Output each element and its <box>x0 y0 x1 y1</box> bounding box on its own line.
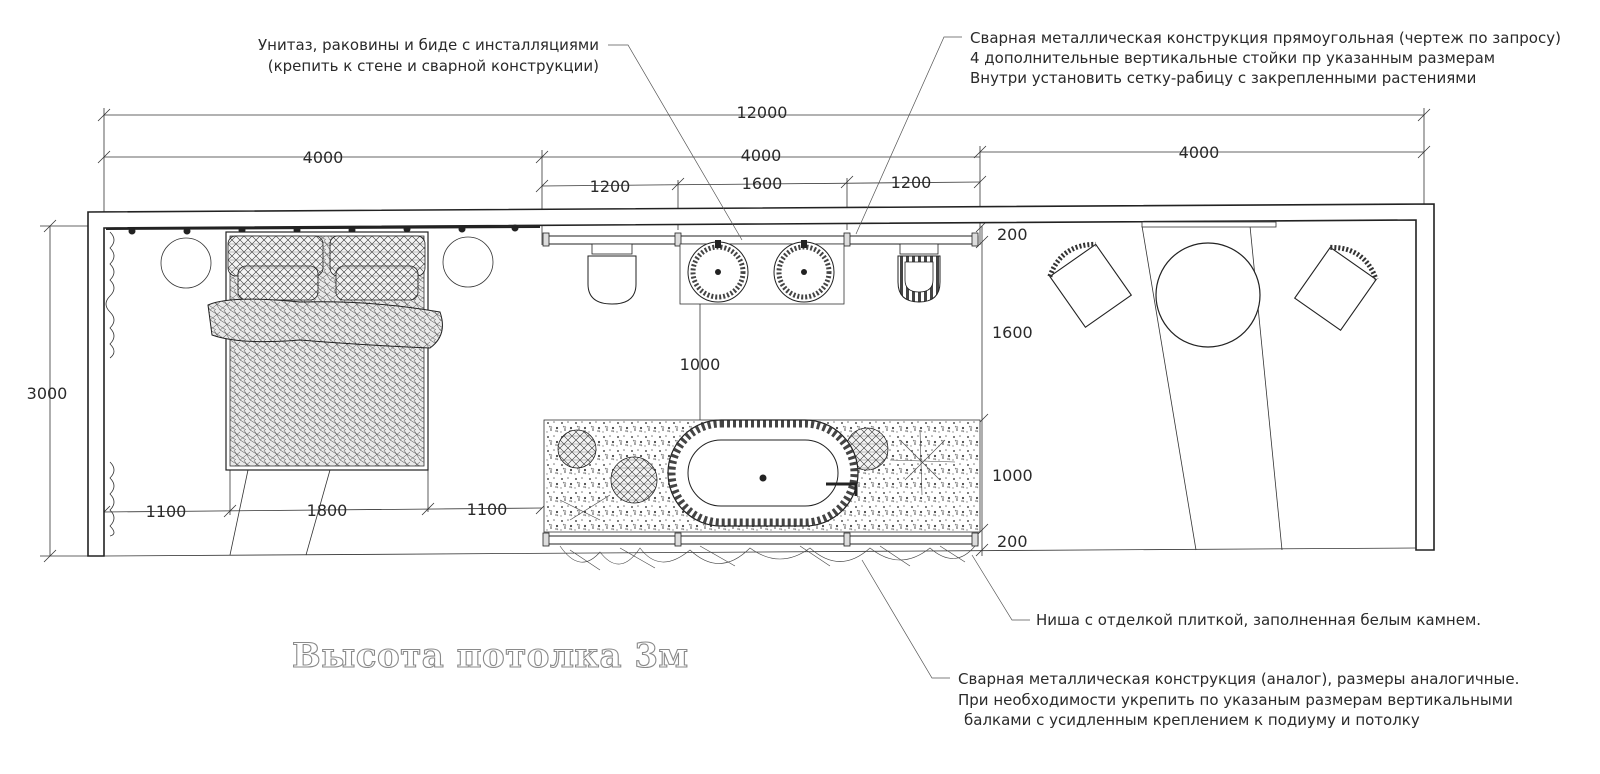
dim-overall: 12000 <box>737 103 788 122</box>
dim-room-depth: 1600 <box>992 323 1033 342</box>
dim-bath-right: 1200 <box>891 173 932 192</box>
note-fixtures-line2: (крепить к стене и сварной конструкции) <box>268 57 599 75</box>
dim-bed-right: 1100 <box>467 500 508 519</box>
note-frame-bottom-line2: При необходимости укрепить по указаным р… <box>958 691 1513 709</box>
note-frame-top-line3: Внутри установить сетку-рабицу с закрепл… <box>970 69 1476 87</box>
hanging-plants <box>559 545 976 565</box>
dim-zone2: 4000 <box>741 146 782 165</box>
dim-gap-center: 1000 <box>680 355 721 374</box>
dim-height-total: 3000 <box>27 384 68 403</box>
chair-left <box>1047 241 1133 329</box>
ceiling-height-title: Высота потолка 3м <box>292 636 689 676</box>
blanket-fold <box>207 298 443 349</box>
sink-right <box>773 240 835 303</box>
note-frame-bottom-line3: балками с усидленным креплением к подиум… <box>964 711 1420 729</box>
sink-left <box>687 240 749 303</box>
living-zone <box>1047 221 1379 551</box>
leader-lines <box>608 36 1030 679</box>
dim-zone1: 4000 <box>303 148 344 167</box>
dimension-lines <box>40 108 1431 563</box>
curtain-left-bottom <box>109 461 115 537</box>
dim-frame-top-depth: 200 <box>997 225 1028 244</box>
note-frame-bottom-line1: Сварная металлическая конструкция (анало… <box>958 670 1519 688</box>
pillow-left-front <box>237 265 319 301</box>
walls <box>87 203 1435 557</box>
dim-bath-mid: 1600 <box>742 174 783 193</box>
curtain-left-top <box>105 231 115 359</box>
dim-bed-left: 1100 <box>146 502 187 521</box>
dim-bed-width: 1800 <box>307 501 348 520</box>
bathroom-zone <box>542 232 981 571</box>
note-frame-top-line1: Сварная металлическая конструкция прямоу… <box>970 29 1561 47</box>
toilet <box>587 243 637 305</box>
note-frame-top-line2: 4 дополнительные вертикальные стойки пр … <box>970 49 1495 67</box>
note-niche: Ниша с отделкой плиткой, заполненная бел… <box>1036 611 1481 629</box>
round-table <box>1155 242 1261 348</box>
bedroom-zone <box>105 224 541 537</box>
bathtub <box>667 419 859 527</box>
dimension-labels: 12000 4000 4000 4000 1200 1600 1200 3000… <box>27 103 1220 551</box>
chair-right <box>1293 244 1379 332</box>
note-fixtures-line1: Унитаз, раковины и биде с инсталляциями <box>258 36 599 54</box>
annotations: Унитаз, раковины и биде с инсталляциями … <box>258 29 1561 729</box>
pillow-right-front <box>335 265 419 301</box>
bedside-lamp-right <box>442 236 494 288</box>
bedside-lamp-left <box>160 237 212 289</box>
metal-frame-bottom <box>543 535 979 545</box>
dim-zone3: 4000 <box>1179 143 1220 162</box>
dim-niche-depth: 1000 <box>992 466 1033 485</box>
plant-2 <box>610 456 658 504</box>
metal-frame-top <box>543 235 979 245</box>
dim-bath-left: 1200 <box>590 177 631 196</box>
dim-frame-bottom-depth: 200 <box>997 532 1028 551</box>
plant-1 <box>557 429 597 469</box>
bidet <box>897 243 941 303</box>
